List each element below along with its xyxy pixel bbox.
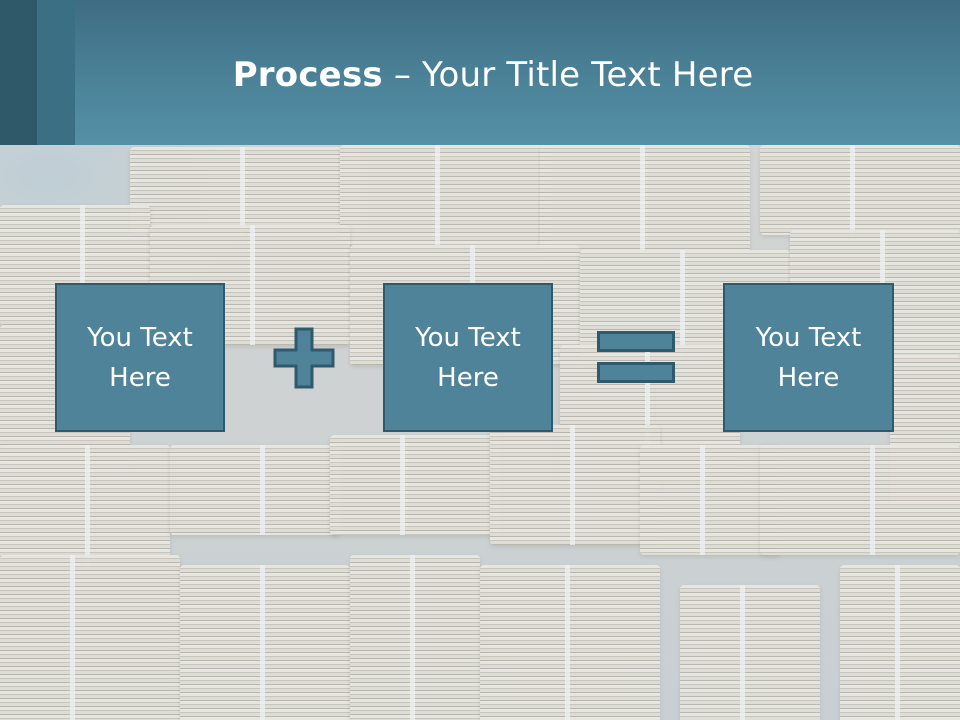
process-box-2-line1: You Text [415, 322, 521, 353]
process-box-2-line2: Here [437, 362, 499, 393]
photo-fade-overlay [0, 145, 960, 720]
accent-block-mid [37, 0, 75, 145]
title-rest-text: – Your Title Text Here [382, 55, 754, 95]
process-box-3-line2: Here [777, 362, 840, 393]
equals-icon [597, 331, 675, 383]
title-banner: Process – Your Title Text Here [0, 0, 960, 145]
process-box-3[interactable]: You Text Here [723, 283, 894, 432]
process-box-3-line1: You Text [755, 322, 862, 353]
process-box-1-line1: You Text [87, 322, 193, 353]
slide-title[interactable]: Process – Your Title Text Here [0, 54, 960, 96]
process-box-2[interactable]: You Text Here [383, 283, 553, 432]
title-bold-text: Process [232, 55, 383, 95]
accent-block-dark [0, 0, 37, 145]
newspaper-background-image [0, 145, 960, 720]
process-box-1[interactable]: You Text Here [55, 283, 225, 432]
plus-icon [273, 327, 335, 389]
process-box-1-line2: Here [109, 362, 171, 393]
